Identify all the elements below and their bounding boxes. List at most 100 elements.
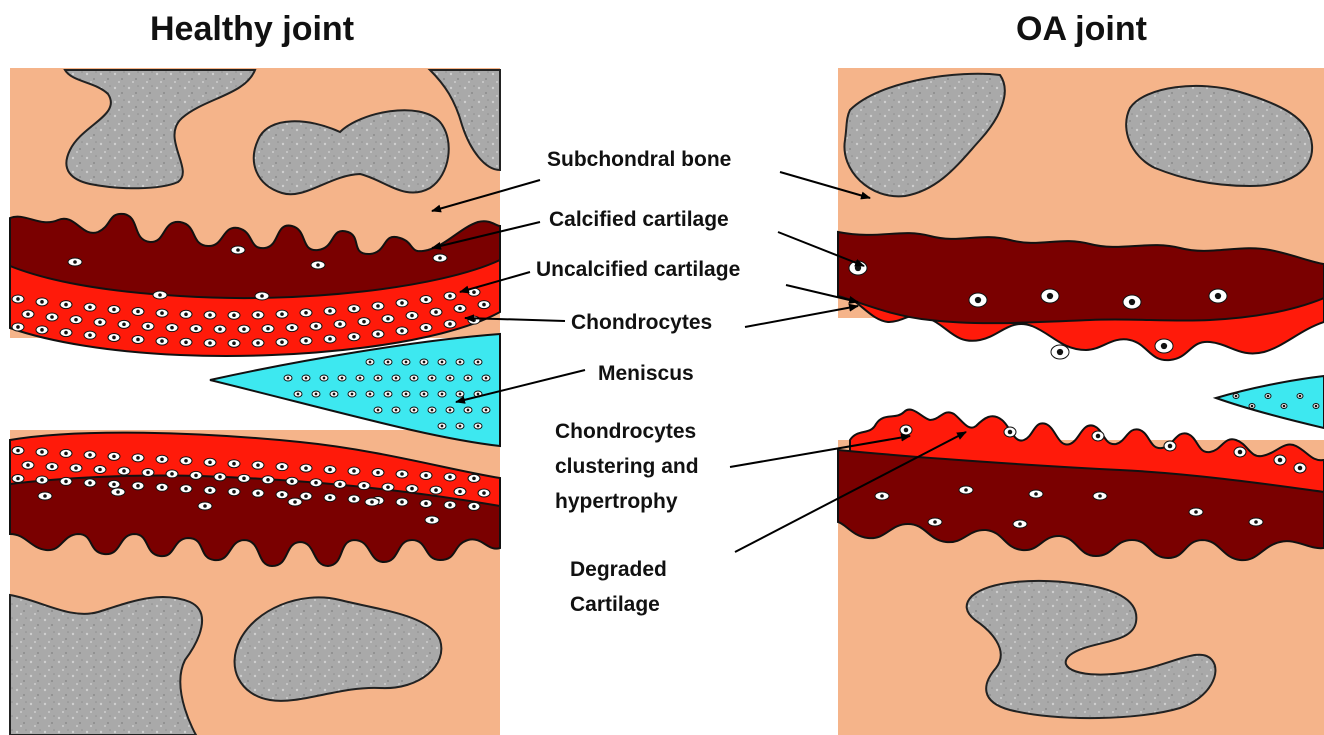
healthy-chondrocyte-nucleus: [88, 333, 92, 337]
oa-chondrocyte-cluster-nucleus: [1047, 293, 1053, 299]
healthy-chondrocyte-nucleus: [16, 449, 20, 453]
meniscus-cell-nucleus: [459, 425, 462, 428]
healthy-chondrocyte-nucleus: [386, 485, 390, 489]
healthy-chondrocyte-nucleus: [160, 458, 164, 462]
meniscus-cell-nucleus: [449, 377, 452, 380]
healthy-chondrocyte-nucleus: [256, 341, 260, 345]
healthy-chondrocyte-nucleus: [266, 327, 270, 331]
healthy-chondrocyte-nucleus: [122, 323, 126, 327]
healthy-chondrocyte-nucleus: [218, 475, 222, 479]
healthy-chondrocyte-nucleus: [112, 308, 116, 312]
healthy-chondrocyte-nucleus: [64, 331, 68, 335]
meniscus-cell-nucleus: [413, 409, 416, 412]
healthy-chondrocyte-nucleus: [160, 339, 164, 343]
healthy-chondrocyte-nucleus: [136, 310, 140, 314]
healthy-chondrocyte-nucleus: [232, 341, 236, 345]
label-clustering-line-1: Chondrocytes: [555, 414, 699, 449]
label-clustering-line-2: clustering and: [555, 449, 699, 484]
healthy-chondrocyte-nucleus: [400, 301, 404, 305]
healthy-chondrocyte-nucleus: [352, 469, 356, 473]
healthy-joint-panel: [10, 68, 500, 735]
healthy-chondrocyte-nucleus: [158, 293, 162, 297]
healthy-chondrocyte-nucleus: [64, 303, 68, 307]
healthy-chondrocyte-nucleus: [472, 505, 476, 509]
healthy-chondrocyte-nucleus: [434, 488, 438, 492]
meniscus-cell-nucleus: [305, 377, 308, 380]
oa-chondrocyte-cluster-nucleus: [1298, 466, 1303, 471]
healthy-joint-title: Healthy joint: [150, 10, 354, 49]
meniscus-cell-nucleus: [459, 393, 462, 396]
oa-joint-title: OA joint: [1016, 10, 1147, 49]
healthy-chondrocyte-nucleus: [26, 312, 30, 316]
oa-chondrocyte-nucleus: [1194, 510, 1198, 514]
oa-chondrocyte-cluster-nucleus: [1238, 450, 1243, 455]
meniscus-cell-nucleus: [1299, 395, 1302, 398]
oa-chondrocyte-cluster-nucleus: [855, 265, 861, 271]
healthy-chondrocyte-nucleus: [314, 324, 318, 328]
healthy-chondrocyte-nucleus: [122, 469, 126, 473]
healthy-chondrocyte-nucleus: [304, 466, 308, 470]
meniscus-cell-nucleus: [405, 393, 408, 396]
healthy-trabecular-bone-4: [10, 595, 202, 735]
meniscus-cell-nucleus: [441, 361, 444, 364]
healthy-chondrocyte-nucleus: [40, 300, 44, 304]
healthy-chondrocyte-nucleus: [448, 503, 452, 507]
healthy-chondrocyte-nucleus: [64, 452, 68, 456]
healthy-chondrocyte-nucleus: [136, 338, 140, 342]
healthy-chondrocyte-nucleus: [352, 307, 356, 311]
meniscus-cell-nucleus: [441, 393, 444, 396]
healthy-chondrocyte-nucleus: [400, 500, 404, 504]
oa-chondrocyte-cluster-nucleus: [1215, 293, 1221, 299]
healthy-chondrocyte-nucleus: [256, 491, 260, 495]
healthy-chondrocyte-nucleus: [112, 336, 116, 340]
healthy-chondrocyte-nucleus: [328, 309, 332, 313]
healthy-chondrocyte-nucleus: [434, 310, 438, 314]
healthy-chondrocyte-nucleus: [410, 314, 414, 318]
label-subchondral-bone: Subchondral bone: [547, 143, 731, 177]
healthy-chondrocyte-nucleus: [280, 465, 284, 469]
healthy-chondrocyte-nucleus: [304, 494, 308, 498]
healthy-chondrocyte-nucleus: [400, 472, 404, 476]
healthy-chondrocyte-nucleus: [482, 491, 486, 495]
healthy-chondrocyte-nucleus: [280, 340, 284, 344]
healthy-chondrocyte-nucleus: [304, 311, 308, 315]
oa-chondrocyte-nucleus: [1034, 492, 1038, 496]
oa-joint-panel: [838, 68, 1324, 735]
healthy-chondrocyte-nucleus: [424, 326, 428, 330]
meniscus-cell-nucleus: [315, 393, 318, 396]
healthy-chondrocyte-nucleus: [386, 317, 390, 321]
healthy-chondrocyte-nucleus: [73, 260, 77, 264]
oa-chondrocyte-nucleus: [964, 488, 968, 492]
healthy-chondrocyte-nucleus: [184, 487, 188, 491]
healthy-chondrocyte-nucleus: [352, 497, 356, 501]
healthy-chondrocyte-nucleus: [448, 475, 452, 479]
healthy-chondrocyte-nucleus: [160, 486, 164, 490]
healthy-chondrocyte-nucleus: [338, 322, 342, 326]
label-degraded-cartilage: Degraded Cartilage: [570, 552, 667, 622]
healthy-chondrocyte-nucleus: [40, 328, 44, 332]
healthy-chondrocyte-nucleus: [472, 290, 476, 294]
healthy-chondrocyte-nucleus: [314, 481, 318, 485]
label-degraded-line-2: Cartilage: [570, 587, 667, 622]
oa-chondrocyte-cluster-nucleus: [904, 428, 909, 433]
oa-chondrocyte-nucleus: [1098, 494, 1102, 498]
meniscus-cell-nucleus: [423, 393, 426, 396]
healthy-chondrocyte-nucleus: [316, 263, 320, 267]
healthy-chondrocyte-nucleus: [74, 466, 78, 470]
meniscus-cell-nucleus: [1315, 405, 1318, 408]
healthy-chondrocyte-nucleus: [242, 477, 246, 481]
healthy-chondrocyte-nucleus: [64, 480, 68, 484]
meniscus-cell-nucleus: [405, 361, 408, 364]
healthy-chondrocyte-nucleus: [136, 484, 140, 488]
healthy-chondrocyte-nucleus: [266, 478, 270, 482]
healthy-chondrocyte-nucleus: [458, 490, 462, 494]
healthy-chondrocyte-nucleus: [218, 327, 222, 331]
healthy-chondrocyte-nucleus: [242, 327, 246, 331]
healthy-chondrocyte-nucleus: [88, 481, 92, 485]
healthy-chondrocyte-nucleus: [40, 450, 44, 454]
healthy-chondrocyte-nucleus: [448, 294, 452, 298]
meniscus-cell-nucleus: [1267, 395, 1270, 398]
label-clustering-line-3: hypertrophy: [555, 484, 699, 519]
oa-chondrocyte-nucleus: [1018, 522, 1022, 526]
healthy-chondrocyte-nucleus: [232, 462, 236, 466]
